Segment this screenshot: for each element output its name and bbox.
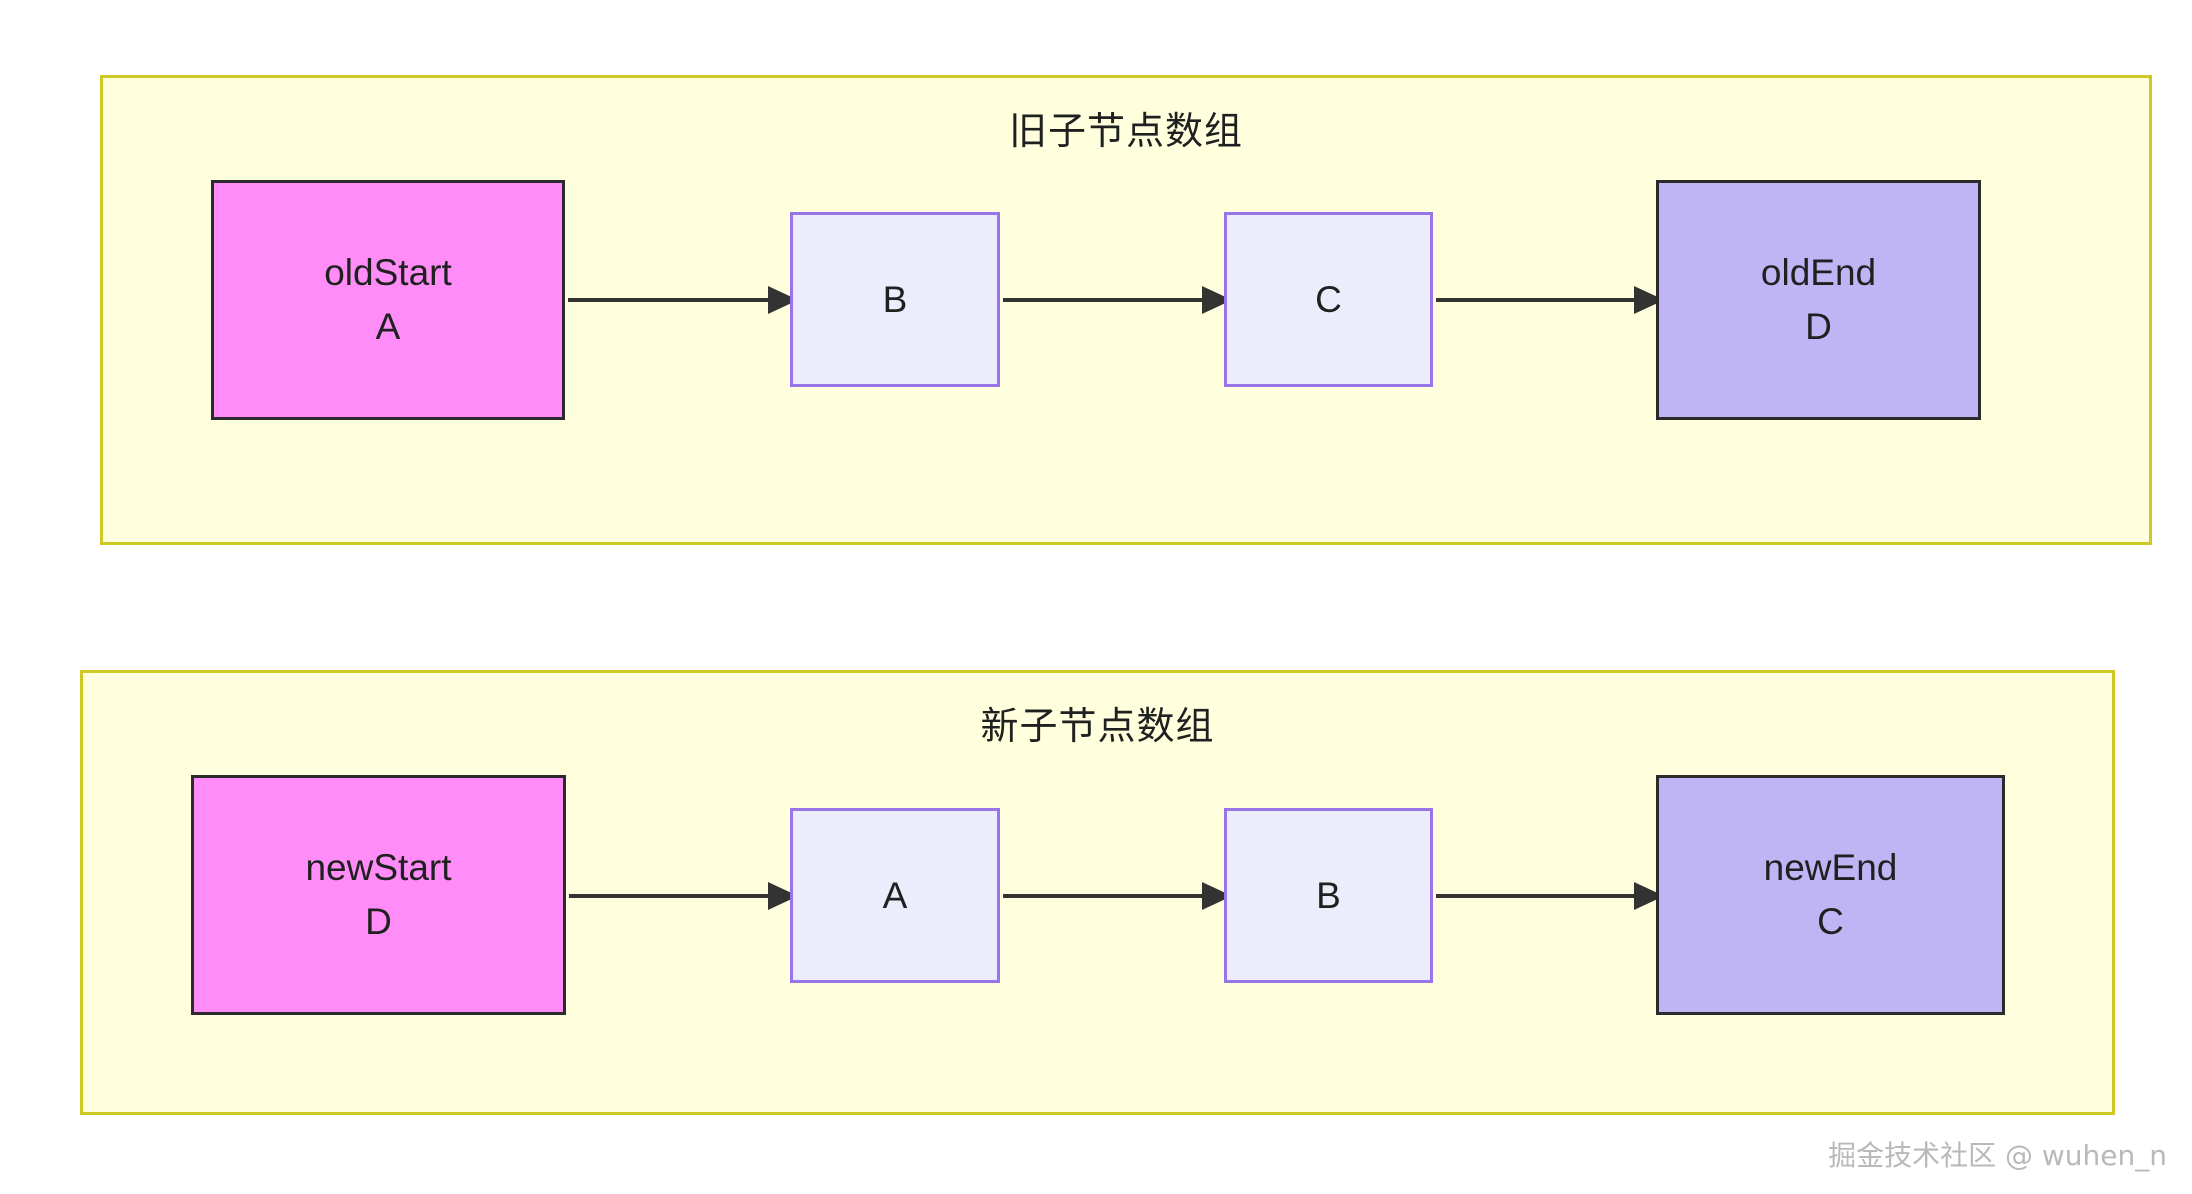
node-b-old-label: B	[882, 278, 908, 320]
node-oldstart-label: oldStart	[324, 252, 452, 294]
node-oldstart-key: A	[375, 306, 401, 347]
node-c-old-label: C	[1315, 278, 1342, 320]
node-c-old[interactable]: C	[1224, 212, 1433, 387]
group-new-title: 新子节点数组	[980, 704, 1215, 748]
node-oldstart[interactable]: oldStart A	[211, 180, 565, 420]
node-newend[interactable]: newEnd C	[1656, 775, 2005, 1015]
node-oldend-label: oldEnd	[1760, 252, 1877, 294]
group-old-title: 旧子节点数组	[1008, 109, 1243, 153]
node-newend-label: newEnd	[1763, 847, 1898, 889]
node-a-new-label: A	[882, 874, 908, 916]
node-newend-key: C	[1817, 901, 1844, 942]
node-newstart-label: newStart	[305, 847, 452, 889]
node-b-old[interactable]: B	[790, 212, 1000, 387]
node-newstart-key: D	[365, 901, 392, 942]
node-oldend-key: D	[1805, 306, 1832, 347]
node-a-new[interactable]: A	[790, 808, 1000, 983]
watermark-text: 掘金技术社区 @ wuhen_n	[1828, 1139, 2167, 1172]
node-b-new[interactable]: B	[1224, 808, 1433, 983]
node-b-new-label: B	[1316, 874, 1341, 916]
node-oldend[interactable]: oldEnd D	[1656, 180, 1981, 420]
node-newstart[interactable]: newStart D	[191, 775, 566, 1015]
